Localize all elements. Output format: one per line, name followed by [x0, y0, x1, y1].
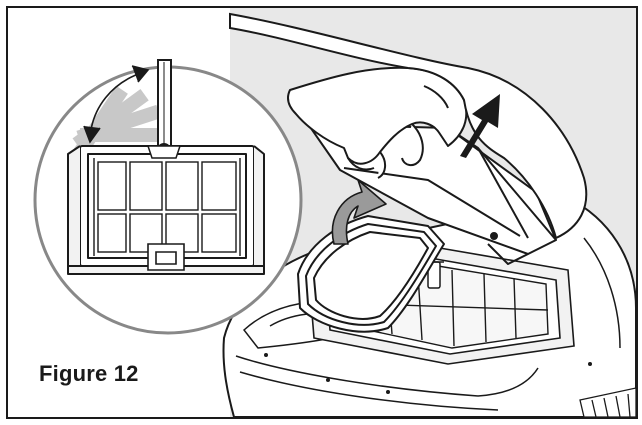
- hand: [287, 66, 468, 179]
- curved-arrow-icon: [331, 179, 387, 245]
- arm: [229, 12, 588, 240]
- filter-handle: [157, 59, 172, 157]
- body-rim: [235, 237, 621, 411]
- figure-frame: Figure 12: [6, 6, 638, 419]
- filter-basket-grid: [93, 158, 241, 256]
- side-grille: [579, 387, 636, 417]
- filter-illustration: [33, 12, 636, 417]
- figure-caption: Figure 12: [39, 361, 139, 386]
- body-screws: [264, 353, 592, 394]
- handle-swing-positions: [71, 85, 164, 161]
- basket-latch: [147, 243, 185, 271]
- arrow-up-right-icon: [460, 94, 500, 158]
- double-headed-arc-arrow-icon: [83, 65, 150, 144]
- basket-top-clip: [146, 145, 182, 159]
- filter-frame-tilted: [297, 215, 445, 333]
